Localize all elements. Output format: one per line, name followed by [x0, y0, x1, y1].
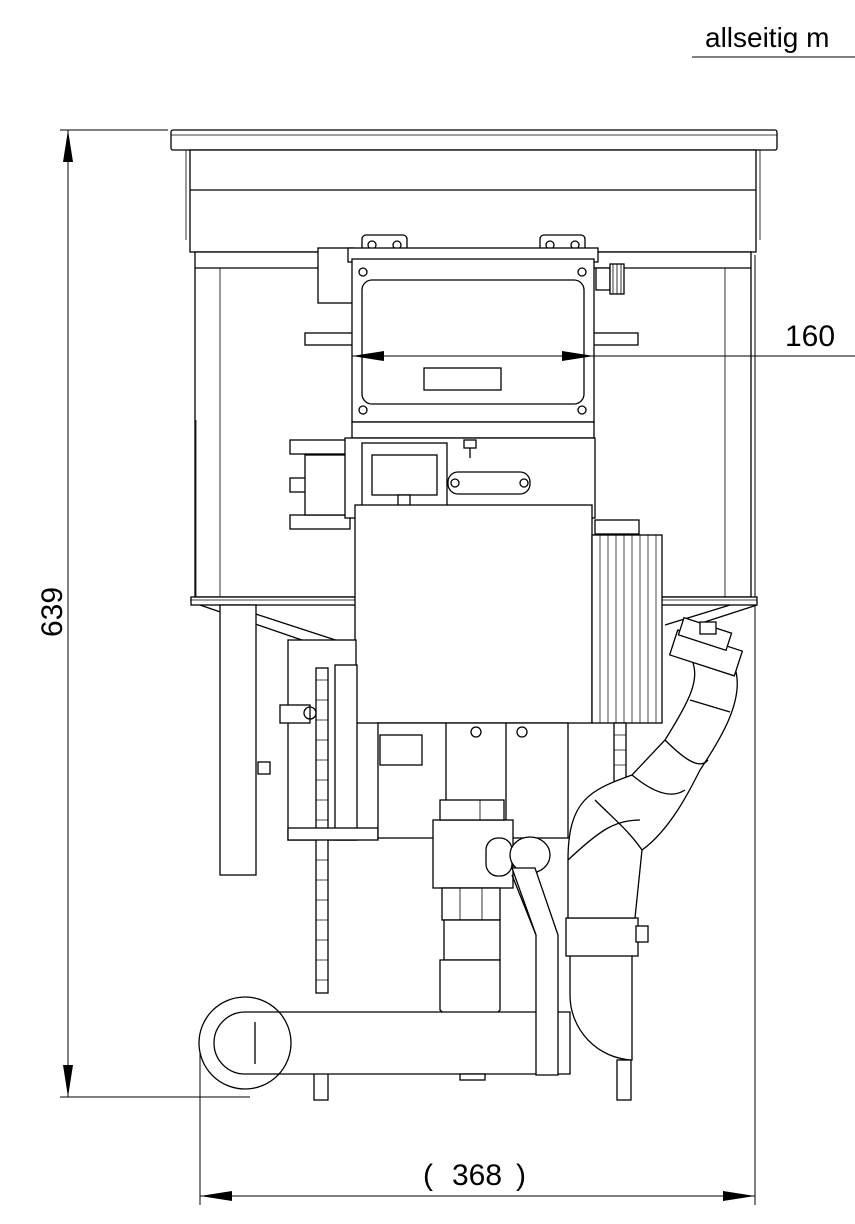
- motor-housing: [344, 437, 596, 724]
- height-dimension-label: 639: [36, 587, 69, 637]
- right-support: [613, 722, 627, 784]
- inner-width-dimension: 160: [352, 320, 855, 361]
- width-dimension: ( 368 ): [199, 255, 756, 1205]
- hopper-lid: [170, 129, 778, 253]
- width-paren-open: (: [423, 1159, 433, 1192]
- control-box: [347, 234, 625, 439]
- width-dimension-label: 368: [452, 1159, 502, 1192]
- width-paren-close: ): [516, 1159, 526, 1192]
- flexible-hose: [567, 616, 744, 919]
- discharge-pipe: [198, 867, 571, 1090]
- cooling-fins: [591, 534, 663, 724]
- outlet-elbow: [565, 917, 649, 1061]
- header-note: allseitig m: [705, 22, 829, 53]
- left-support: [219, 604, 632, 1101]
- gearbox: [377, 722, 569, 921]
- inner-width-dimension-label: 160: [785, 320, 835, 353]
- height-dimension: 639: [36, 129, 250, 1098]
